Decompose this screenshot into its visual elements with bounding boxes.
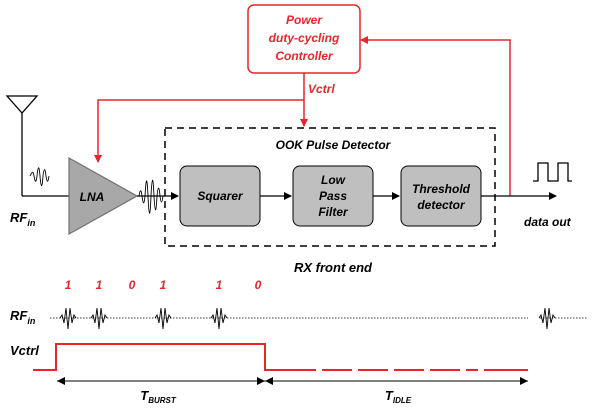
t-idle-label: TIDLE <box>385 388 412 405</box>
lna-label: LNA <box>80 190 105 204</box>
lpf-line1: Low <box>321 173 346 187</box>
t-burst-label: TBURST <box>140 388 177 405</box>
bit-labels: 1 1 0 1 1 0 <box>65 278 262 292</box>
threshold-line2: detector <box>417 198 466 212</box>
rf-pulse-wavelet <box>210 307 228 330</box>
controller-line2: duty-cycling <box>269 31 340 45</box>
bit-label: 1 <box>65 278 72 292</box>
vctrl-to-lna-line <box>94 99 304 163</box>
feedback-line <box>360 36 511 196</box>
rf-pulse-wavelet <box>538 307 556 330</box>
bit-label: 1 <box>216 278 223 292</box>
bit-label: 1 <box>160 278 167 292</box>
ook-detector-box <box>164 127 496 247</box>
input-pulse-icon <box>29 167 50 187</box>
lpf-line3: Filter <box>318 205 349 219</box>
square-wave-icon <box>533 162 572 182</box>
data-out-label: data out <box>524 215 572 229</box>
threshold-line1: Threshold <box>412 182 471 196</box>
timing-vctrl-label: Vctrl <box>10 343 39 358</box>
vctrl-trace-high <box>33 343 310 371</box>
bit-label: 1 <box>96 278 103 292</box>
timing-rf-in-label: RFin <box>10 308 36 326</box>
rx-front-end-label: RX front end <box>294 260 373 275</box>
bit-label: 0 <box>129 278 136 292</box>
rf-pulse-wavelet <box>59 307 77 330</box>
controller-line3: Controller <box>275 49 334 63</box>
vctrl-top-label: Vctrl <box>308 82 335 96</box>
rf-pulse-wavelet <box>154 307 172 330</box>
rf-in-label: RFin <box>10 210 36 228</box>
threshold-block <box>400 165 482 227</box>
antenna-icon <box>5 95 69 197</box>
amplified-pulse-icon <box>138 179 164 214</box>
lpf-line2: Pass <box>319 189 347 203</box>
detector-title: OOK Pulse Detector <box>276 138 392 152</box>
rf-pulse-wavelet <box>90 307 108 330</box>
bit-label: 0 <box>255 278 262 292</box>
controller-line1: Power <box>286 13 323 27</box>
lna-amplifier <box>68 156 139 236</box>
rf-in-pulses <box>59 307 556 330</box>
squarer-label: Squarer <box>197 189 244 203</box>
